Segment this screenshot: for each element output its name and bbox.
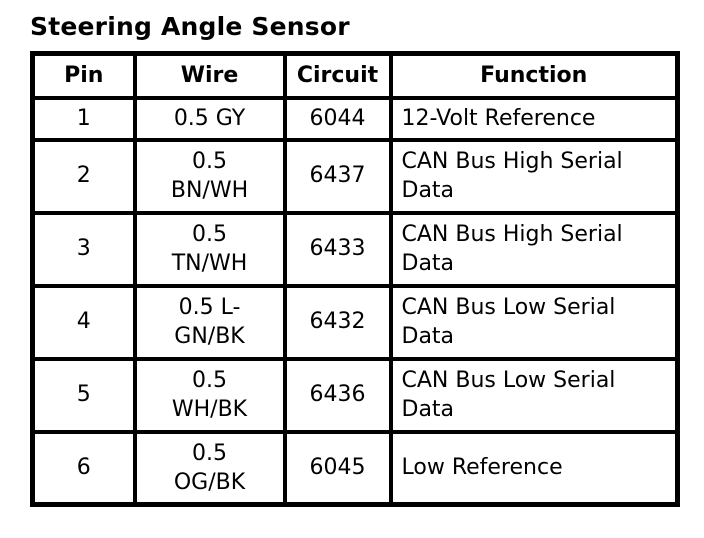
column-header-circuit: Circuit [282,51,393,100]
wire-cell: 0.5 WH/BK [132,356,287,434]
function-cell: Low Reference [388,429,680,507]
pin-cell: 6 [30,429,137,507]
table-row: 6 0.5 OG/BK 6045 Low Reference [30,429,680,507]
function-cell: CAN Bus Low Serial Data [388,283,680,361]
wire-cell: 0.5 OG/BK [132,429,287,507]
table-body: 1 0.5 GY 6044 12-Volt Reference 2 0.5 BN… [30,95,680,507]
circuit-cell: 6436 [282,356,393,434]
table-row: 3 0.5 TN/WH 6433 CAN Bus High Serial Dat… [30,210,680,288]
column-header-pin: Pin [30,51,137,100]
steering-angle-sensor-table: Pin Wire Circuit Function 1 0.5 GY 6044 … [30,51,680,507]
table-row: 1 0.5 GY 6044 12-Volt Reference [30,95,680,142]
circuit-cell: 6432 [282,283,393,361]
wire-cell: 0.5 BN/WH [132,137,287,215]
wire-cell: 0.5 GY [132,95,287,142]
pin-cell: 3 [30,210,137,288]
function-cell: CAN Bus High Serial Data [388,137,680,215]
pin-cell: 1 [30,95,137,142]
pin-cell: 5 [30,356,137,434]
wire-cell: 0.5 L- GN/BK [132,283,287,361]
circuit-cell: 6045 [282,429,393,507]
wire-cell: 0.5 TN/WH [132,210,287,288]
function-cell: CAN Bus High Serial Data [388,210,680,288]
circuit-cell: 6437 [282,137,393,215]
column-header-function: Function [388,51,680,100]
function-cell: CAN Bus Low Serial Data [388,356,680,434]
table-row: 2 0.5 BN/WH 6437 CAN Bus High Serial Dat… [30,137,680,215]
table-row: 4 0.5 L- GN/BK 6432 CAN Bus Low Serial D… [30,283,680,361]
table-header: Pin Wire Circuit Function [30,51,680,100]
function-cell: 12-Volt Reference [388,95,680,142]
pin-cell: 2 [30,137,137,215]
header-row: Pin Wire Circuit Function [30,51,680,100]
page-title: Steering Angle Sensor [30,12,350,41]
column-header-wire: Wire [132,51,287,100]
circuit-cell: 6044 [282,95,393,142]
circuit-cell: 6433 [282,210,393,288]
pin-cell: 4 [30,283,137,361]
table-row: 5 0.5 WH/BK 6436 CAN Bus Low Serial Data [30,356,680,434]
